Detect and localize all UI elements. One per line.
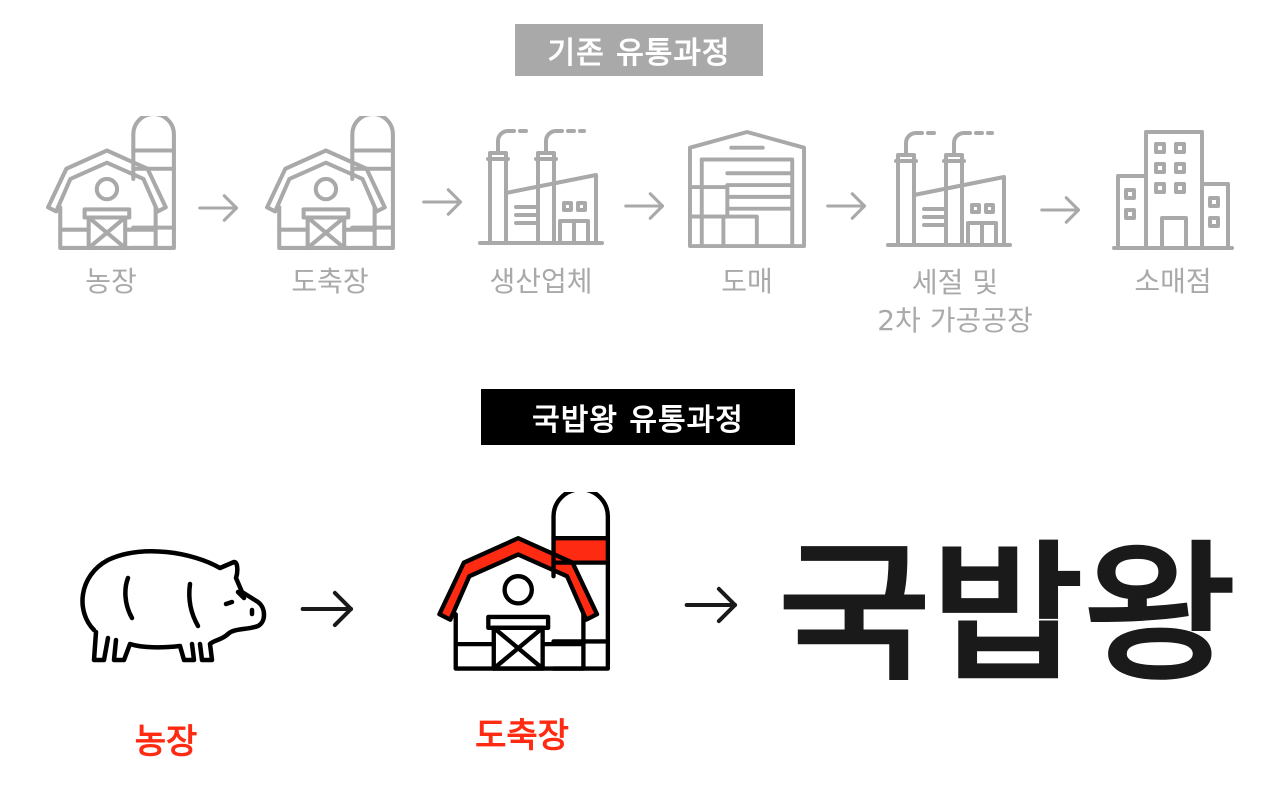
arrow-right-icon: [624, 192, 665, 220]
arrow-right-icon: [1040, 196, 1081, 224]
new-process-title: 국밥왕 유통과정: [481, 389, 795, 445]
brand-logo: 국밥왕: [778, 528, 1236, 695]
pig-icon: [80, 549, 267, 663]
barn-icon: [432, 492, 618, 674]
step-label-processing-line1: 세절 및: [911, 266, 999, 299]
brand-text: 국밥왕: [778, 528, 1236, 695]
barn-icon: [46, 116, 178, 252]
step-label-wholesale: 도매: [721, 265, 773, 298]
new-step-label-farm: 농장: [134, 722, 198, 762]
arrow-right-icon: [676, 582, 748, 628]
step-label-processing-line2: 2차 가공공장: [877, 304, 1033, 337]
barn-icon: [265, 116, 397, 252]
step-label-producer: 생산업체: [489, 265, 593, 298]
old-process-title: 기존 유통과정: [515, 24, 763, 76]
arrow-right-icon: [422, 188, 463, 216]
arrow-right-icon: [198, 194, 239, 222]
building-icon: [1112, 130, 1234, 250]
factory-icon: [478, 129, 604, 245]
step-label-slaughterhouse: 도축장: [291, 265, 369, 298]
step-label-retail: 소매점: [1134, 265, 1212, 298]
arrow-right-icon: [826, 192, 867, 220]
step-label-farm: 농장: [85, 265, 137, 298]
new-step-label-slaughterhouse: 도축장: [475, 716, 569, 756]
factory-icon: [886, 131, 1012, 247]
arrow-right-icon: [292, 586, 364, 632]
warehouse-icon: [688, 129, 806, 248]
